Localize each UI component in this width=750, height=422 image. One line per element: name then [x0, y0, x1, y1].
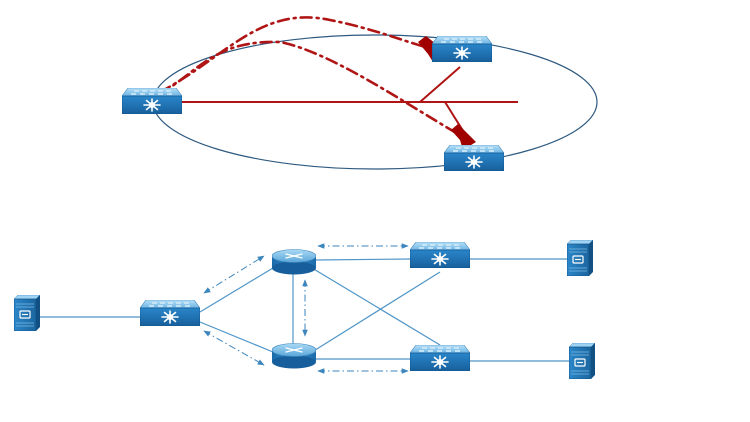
receiver-switch-bottom[interactable]	[444, 145, 504, 171]
flow-switch-router-bottom	[203, 330, 265, 366]
router-top[interactable]	[272, 249, 316, 275]
server-right-top[interactable]	[567, 240, 593, 276]
top-diagram	[122, 16, 598, 171]
traffic-flows	[203, 243, 409, 374]
flow-switch-router-top	[203, 255, 265, 294]
router-bottom[interactable]	[272, 343, 316, 369]
multicast-flows	[158, 16, 460, 136]
arrowhead-bottom	[451, 124, 476, 150]
switch-right-bottom[interactable]	[410, 345, 470, 371]
bottom-diagram	[14, 240, 595, 379]
source-switch[interactable]	[122, 88, 182, 114]
link-switch-router-top	[199, 267, 274, 313]
link-router-top-switch-top	[314, 258, 411, 261]
server-right-bottom[interactable]	[569, 343, 595, 379]
receiver-switch-top[interactable]	[432, 36, 492, 62]
switch-right-top[interactable]	[410, 242, 470, 268]
access-switch[interactable]	[140, 300, 200, 326]
flow-to-top-receiver	[158, 16, 427, 94]
server-left[interactable]	[14, 295, 40, 331]
link-switch-router-bottom	[199, 321, 274, 353]
physical-links	[40, 258, 569, 362]
flow-to-bottom-receiver	[158, 40, 460, 136]
link-router-bottom-switch-top	[311, 271, 441, 353]
multicast-tree	[175, 66, 518, 135]
link-router-top-switch-bottom	[311, 267, 441, 346]
branch-link-top	[419, 66, 461, 103]
